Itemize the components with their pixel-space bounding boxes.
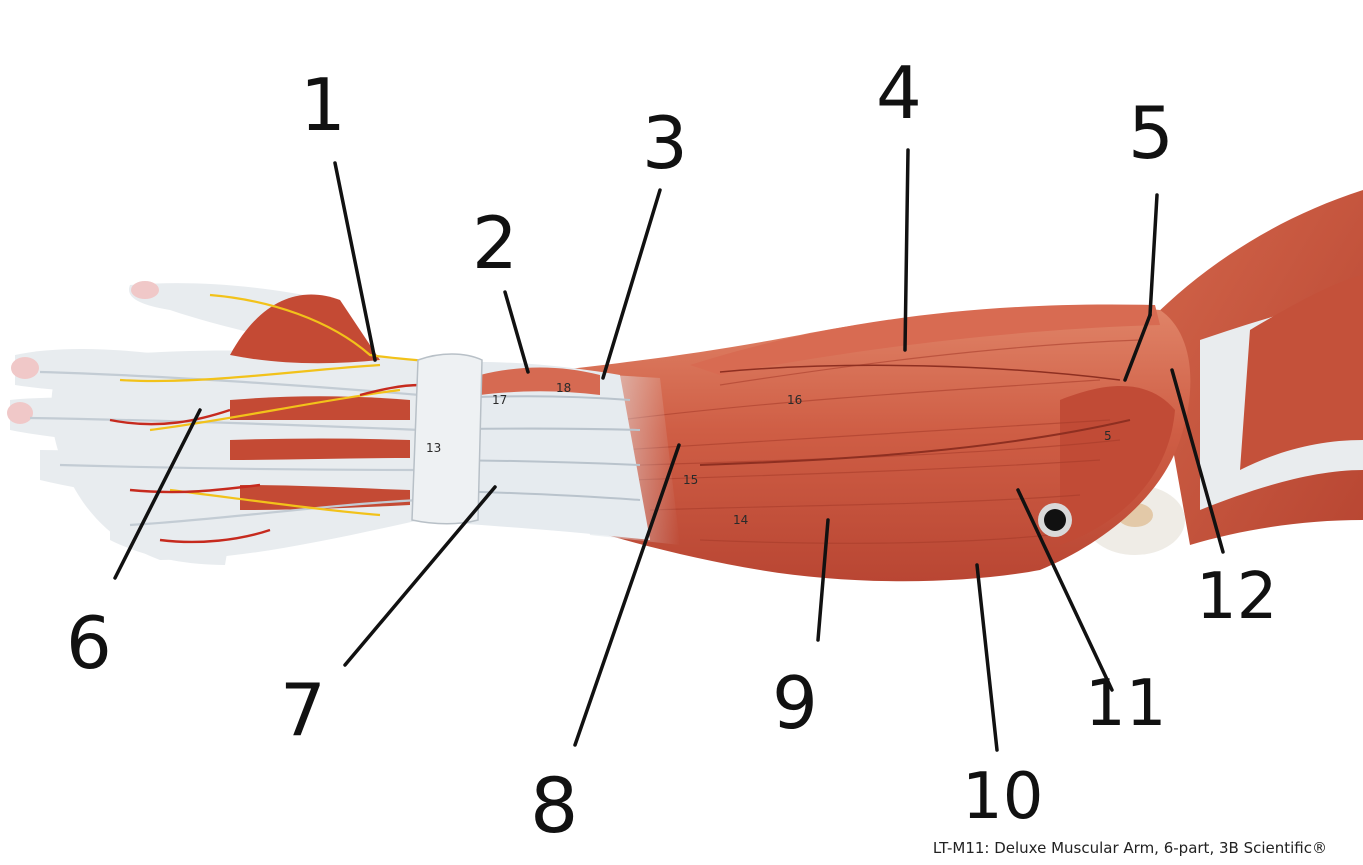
marking-5: 5 xyxy=(1104,429,1112,443)
marking-16: 16 xyxy=(787,393,802,407)
label-3: 3 xyxy=(642,101,688,185)
finger-little xyxy=(110,505,230,565)
leader-line-4 xyxy=(903,148,910,352)
model-peg-hole-inner xyxy=(1044,509,1066,531)
interosseous-muscle-3 xyxy=(230,438,410,460)
upper-septum-line xyxy=(719,364,1121,381)
leader-line-11 xyxy=(1016,488,1114,692)
hand xyxy=(7,281,481,565)
marking-14: 14 xyxy=(733,513,748,527)
fingernail-middle xyxy=(7,402,33,424)
leader-line-10 xyxy=(975,563,999,752)
model-markings: 13 14 15 16 17 18 5 xyxy=(426,381,1112,527)
leader-line-5b xyxy=(1123,313,1152,382)
dorsal-arteries xyxy=(109,383,421,544)
interosseous-muscle-2 xyxy=(230,396,410,420)
leader-line-5 xyxy=(1148,193,1159,317)
finger-ring xyxy=(40,450,205,500)
leader-line-3 xyxy=(601,188,662,380)
marking-retinaculum: 13 xyxy=(426,441,441,455)
marking-15: 15 xyxy=(683,473,698,487)
small-extensor-muscle xyxy=(480,367,600,395)
extensor-retinaculum xyxy=(411,353,483,525)
tendon-fade xyxy=(560,372,680,545)
leader-line-6 xyxy=(113,408,202,580)
label-12: 12 xyxy=(1196,560,1277,634)
leader-line-7 xyxy=(343,485,497,667)
biceps-muscle xyxy=(1240,275,1363,470)
finger-middle xyxy=(10,397,195,445)
marking-17: 17 xyxy=(492,393,507,407)
forearm-muscle-mass xyxy=(560,306,1191,582)
first-dorsal-interosseous xyxy=(230,294,380,364)
fingernail-thumb xyxy=(131,281,159,299)
leader-line-12 xyxy=(1170,368,1225,554)
label-5: 5 xyxy=(1128,91,1174,175)
label-4: 4 xyxy=(876,51,922,135)
fingernail-index xyxy=(11,357,39,379)
leader-line-1 xyxy=(333,161,377,362)
label-2: 2 xyxy=(472,201,518,285)
hand-extensor-tendons xyxy=(29,370,421,527)
image-credit: LT-M11: Deluxe Muscular Arm, 6-part, 3B … xyxy=(932,839,1327,857)
muscle-septum-line xyxy=(699,419,1131,466)
label-9: 9 xyxy=(772,661,818,745)
leader-line-8 xyxy=(573,443,681,747)
leader-line-9 xyxy=(816,518,830,642)
label-8: 8 xyxy=(530,761,578,850)
label-1: 1 xyxy=(300,63,346,147)
finger-index xyxy=(15,348,200,395)
muscle-striations xyxy=(619,339,1141,544)
label-7: 7 xyxy=(280,668,326,752)
upper-arm xyxy=(1085,190,1363,555)
label-11: 11 xyxy=(1085,667,1166,741)
brachioradialis-band xyxy=(690,304,1160,375)
label-6: 6 xyxy=(66,601,112,685)
marking-18: 18 xyxy=(556,381,571,395)
number-labels: 1 2 3 4 5 6 7 8 9 10 11 12 xyxy=(66,51,1277,850)
anconeus-region xyxy=(1060,386,1175,545)
leader-lines xyxy=(113,148,1225,752)
leader-line-2 xyxy=(503,290,530,374)
label-10: 10 xyxy=(962,760,1043,834)
